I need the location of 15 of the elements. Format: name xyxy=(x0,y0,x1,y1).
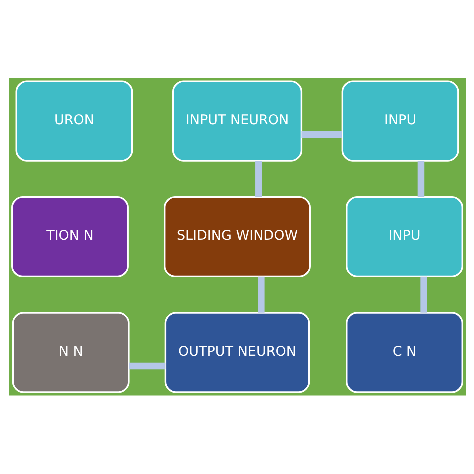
connector xyxy=(301,131,342,138)
connector xyxy=(420,276,427,313)
node-box: INPU xyxy=(346,196,463,278)
node-box: N N xyxy=(12,312,130,394)
node-box: SLIDING WINDOW xyxy=(164,196,310,278)
node-box: TION N xyxy=(11,196,128,278)
node-box: INPU xyxy=(341,80,459,162)
connector xyxy=(258,276,264,313)
node-box: C N xyxy=(346,312,463,394)
connector xyxy=(417,161,424,198)
connector xyxy=(128,362,166,370)
node-box: INPUT NEURON xyxy=(172,80,302,162)
node-box: URON xyxy=(15,80,133,162)
connector xyxy=(255,161,262,198)
node-box: OUTPUT NEURON xyxy=(164,312,310,394)
